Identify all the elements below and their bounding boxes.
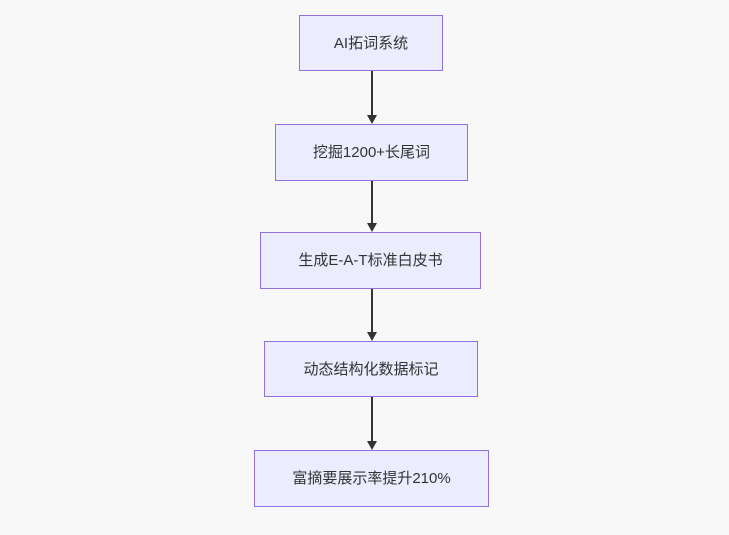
flow-node-structured-data-markup: 动态结构化数据标记 [264,341,478,397]
edge-line [370,289,373,332]
flow-node-label: 富摘要展示率提升210% [292,470,451,487]
flow-edge-2 [366,181,377,232]
flow-edge-4 [366,397,377,450]
flow-node-label: AI拓词系统 [333,34,409,52]
arrowhead-down-icon [366,115,377,124]
arrowhead-down-icon [366,332,377,341]
edge-line [370,181,373,223]
flow-edge-3 [366,289,377,341]
arrowhead-down-icon [366,441,377,450]
flow-node-label: 动态结构化数据标记 [303,360,439,378]
flow-node-rich-snippet-result: 富摘要展示率提升210% [254,450,489,507]
flow-edge-1 [366,71,377,124]
flow-node-label: 生成E-A-T标准白皮书 [298,252,443,269]
edge-line [370,71,373,115]
flow-node-eat-whitepaper: 生成E-A-T标准白皮书 [260,232,481,289]
flow-node-label: 挖掘1200+长尾词 [312,144,431,161]
flow-node-longtail-mining: 挖掘1200+长尾词 [275,124,468,181]
flow-node-ai-word-expansion: AI拓词系统 [299,15,443,71]
arrowhead-down-icon [366,223,377,232]
edge-line [370,397,373,441]
